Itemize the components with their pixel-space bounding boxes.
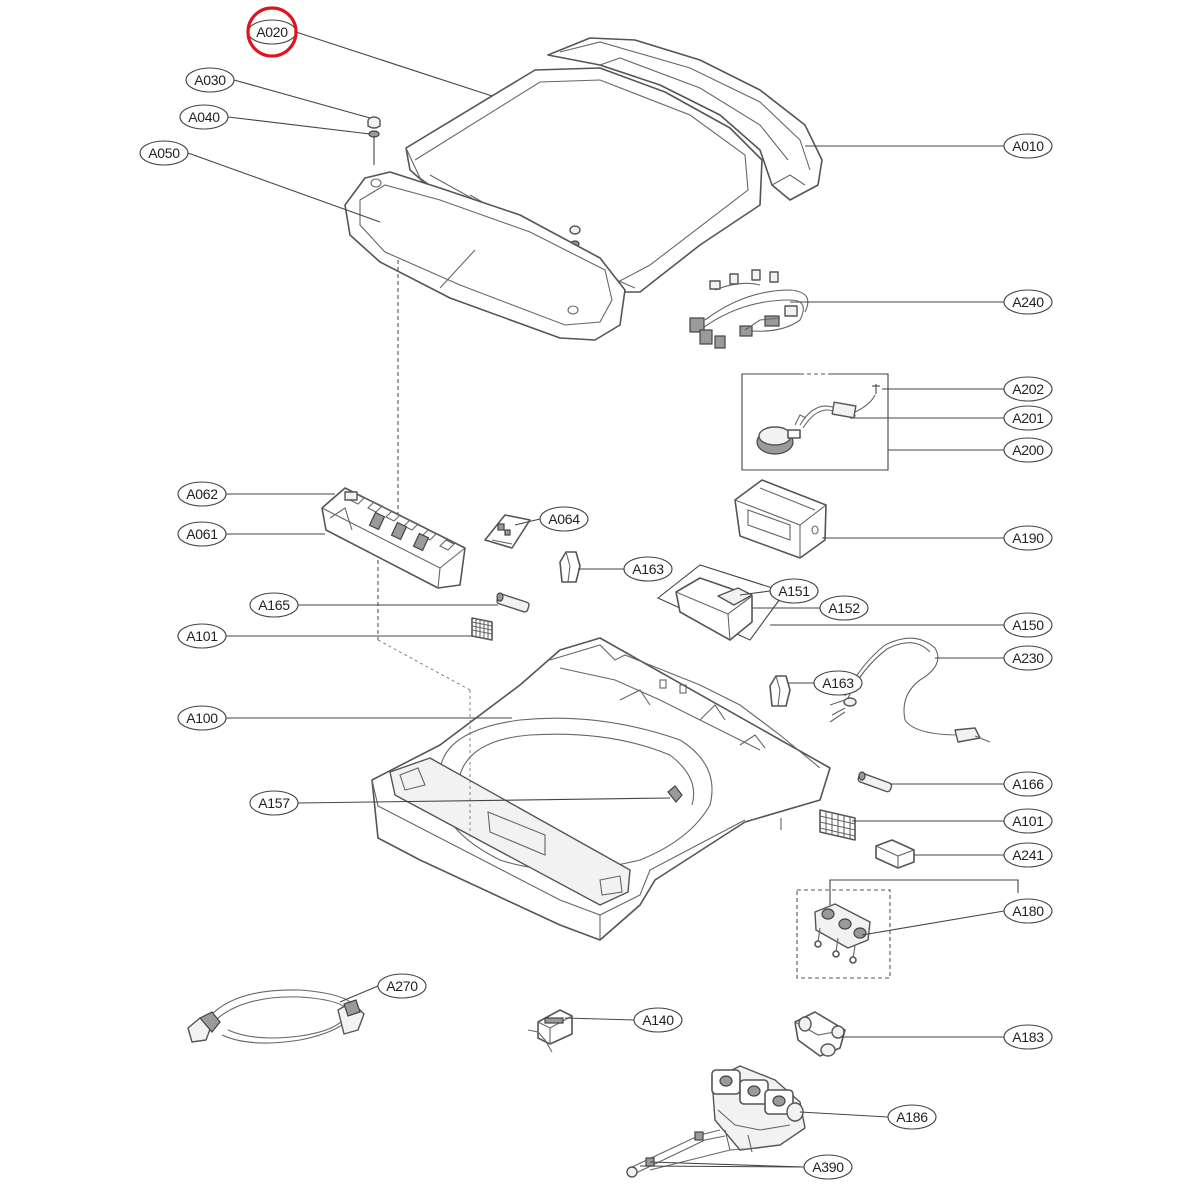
label-a183[interactable]: A183: [1003, 1024, 1053, 1050]
part-a064-small-board[interactable]: [484, 514, 531, 549]
label-a165[interactable]: A165: [249, 592, 299, 618]
svg-text:A101: A101: [1012, 813, 1044, 829]
label-a152[interactable]: A152: [819, 595, 869, 621]
label-a064[interactable]: A064: [539, 506, 589, 532]
label-a180[interactable]: A180: [1003, 898, 1053, 924]
svg-text:A390: A390: [812, 1159, 844, 1175]
part-a163-latch-lower[interactable]: [769, 675, 791, 707]
part-a270-inlet-hose[interactable]: [187, 989, 365, 1044]
svg-text:A240: A240: [1012, 294, 1044, 310]
label-a202[interactable]: A202: [1003, 376, 1053, 402]
highlight-circle: [246, 6, 298, 58]
label-a020[interactable]: A020: [246, 6, 298, 58]
label-a270[interactable]: A270: [377, 973, 427, 999]
part-a180-valve-box[interactable]: [796, 889, 891, 979]
label-a200[interactable]: A200: [1003, 437, 1053, 463]
part-a240-wire-harness[interactable]: [689, 269, 809, 349]
part-a202-screw[interactable]: [872, 384, 880, 394]
part-a230-wire[interactable]: [829, 637, 991, 743]
part-a183-tee-fitting[interactable]: [794, 1011, 846, 1057]
svg-text:A163: A163: [632, 561, 664, 577]
svg-text:A157: A157: [258, 795, 290, 811]
svg-text:A151: A151: [778, 583, 810, 599]
label-a101-left[interactable]: A101: [177, 623, 227, 649]
part-labels: A020 A010 A030 A040 A050 A240 A202: [139, 6, 1053, 1180]
label-a163-lower[interactable]: A163: [813, 670, 863, 696]
label-a061[interactable]: A061: [177, 521, 227, 547]
label-a100[interactable]: A100: [177, 705, 227, 731]
part-a152-dispenser-drawer[interactable]: [675, 577, 753, 641]
part-a030-cap[interactable]: [367, 116, 381, 129]
part-a050-panel-cover[interactable]: [344, 171, 626, 341]
part-a163-latch-upper[interactable]: [559, 551, 581, 583]
part-a140-bracket[interactable]: [527, 1009, 573, 1053]
svg-text:A180: A180: [1012, 903, 1044, 919]
svg-text:A150: A150: [1012, 617, 1044, 633]
part-a151-dispenser-cap[interactable]: [717, 587, 753, 606]
svg-text:A201: A201: [1012, 410, 1044, 426]
part-a200-pressure-switch-box[interactable]: [741, 372, 889, 471]
label-a140[interactable]: A140: [633, 1007, 683, 1033]
label-a163-upper[interactable]: A163: [623, 556, 673, 582]
svg-text:A030: A030: [194, 72, 226, 88]
part-a241-connector[interactable]: [875, 839, 915, 869]
part-a101-grille-left[interactable]: [471, 617, 493, 641]
label-a241[interactable]: A241: [1003, 842, 1053, 868]
svg-text:A200: A200: [1012, 442, 1044, 458]
label-a062[interactable]: A062: [177, 481, 227, 507]
label-a150[interactable]: A150: [1003, 612, 1053, 638]
label-a240[interactable]: A240: [1003, 289, 1053, 315]
label-a040[interactable]: A040: [179, 104, 229, 130]
svg-text:A050: A050: [148, 145, 180, 161]
part-a061-a062-pcb-assembly[interactable]: [321, 487, 466, 589]
label-a166[interactable]: A166: [1003, 771, 1053, 797]
svg-text:A270: A270: [386, 978, 418, 994]
part-a190-bracket[interactable]: [734, 479, 827, 559]
part-a165-pin[interactable]: [496, 592, 530, 613]
label-a030[interactable]: A030: [185, 67, 235, 93]
label-a201[interactable]: A201: [1003, 405, 1053, 431]
part-a201-hose[interactable]: [799, 394, 876, 429]
svg-text:A241: A241: [1012, 847, 1044, 863]
leader-lines: [187, 31, 1019, 1168]
part-a100-top-cover[interactable]: [371, 637, 831, 941]
svg-text:A166: A166: [1012, 776, 1044, 792]
label-a050[interactable]: A050: [139, 140, 189, 166]
svg-text:A040: A040: [188, 109, 220, 125]
svg-text:A186: A186: [896, 1109, 928, 1125]
svg-text:A140: A140: [642, 1012, 674, 1028]
svg-text:A202: A202: [1012, 381, 1044, 397]
part-a186-inlet-valve[interactable]: [711, 1065, 806, 1153]
svg-text:A020: A020: [256, 24, 288, 40]
svg-text:A064: A064: [548, 511, 580, 527]
label-a151[interactable]: A151: [769, 578, 819, 604]
svg-text:A152: A152: [828, 600, 860, 616]
svg-text:A100: A100: [186, 710, 218, 726]
svg-text:A101: A101: [186, 628, 218, 644]
part-a180-valve: [814, 903, 871, 964]
part-a166-pin[interactable]: [857, 771, 893, 793]
svg-text:A163: A163: [822, 675, 854, 691]
part-a040-screw-left[interactable]: [368, 130, 380, 165]
part-a150-dispenser-area[interactable]: [656, 564, 786, 641]
svg-text:A183: A183: [1012, 1029, 1044, 1045]
svg-text:A062: A062: [186, 486, 218, 502]
part-a101-grille-right[interactable]: [819, 809, 856, 841]
label-a190[interactable]: A190: [1003, 525, 1053, 551]
label-a230[interactable]: A230: [1003, 645, 1053, 671]
part-a010-lid-frame[interactable]: [547, 37, 823, 201]
label-a010[interactable]: A010: [1003, 133, 1053, 159]
svg-text:A010: A010: [1012, 138, 1044, 154]
svg-text:A190: A190: [1012, 530, 1044, 546]
label-a101-right[interactable]: A101: [1003, 808, 1053, 834]
label-a186[interactable]: A186: [887, 1104, 937, 1130]
label-a390[interactable]: A390: [803, 1154, 853, 1180]
svg-text:A230: A230: [1012, 650, 1044, 666]
svg-text:A061: A061: [186, 526, 218, 542]
svg-text:A165: A165: [258, 597, 290, 613]
label-a157[interactable]: A157: [249, 790, 299, 816]
